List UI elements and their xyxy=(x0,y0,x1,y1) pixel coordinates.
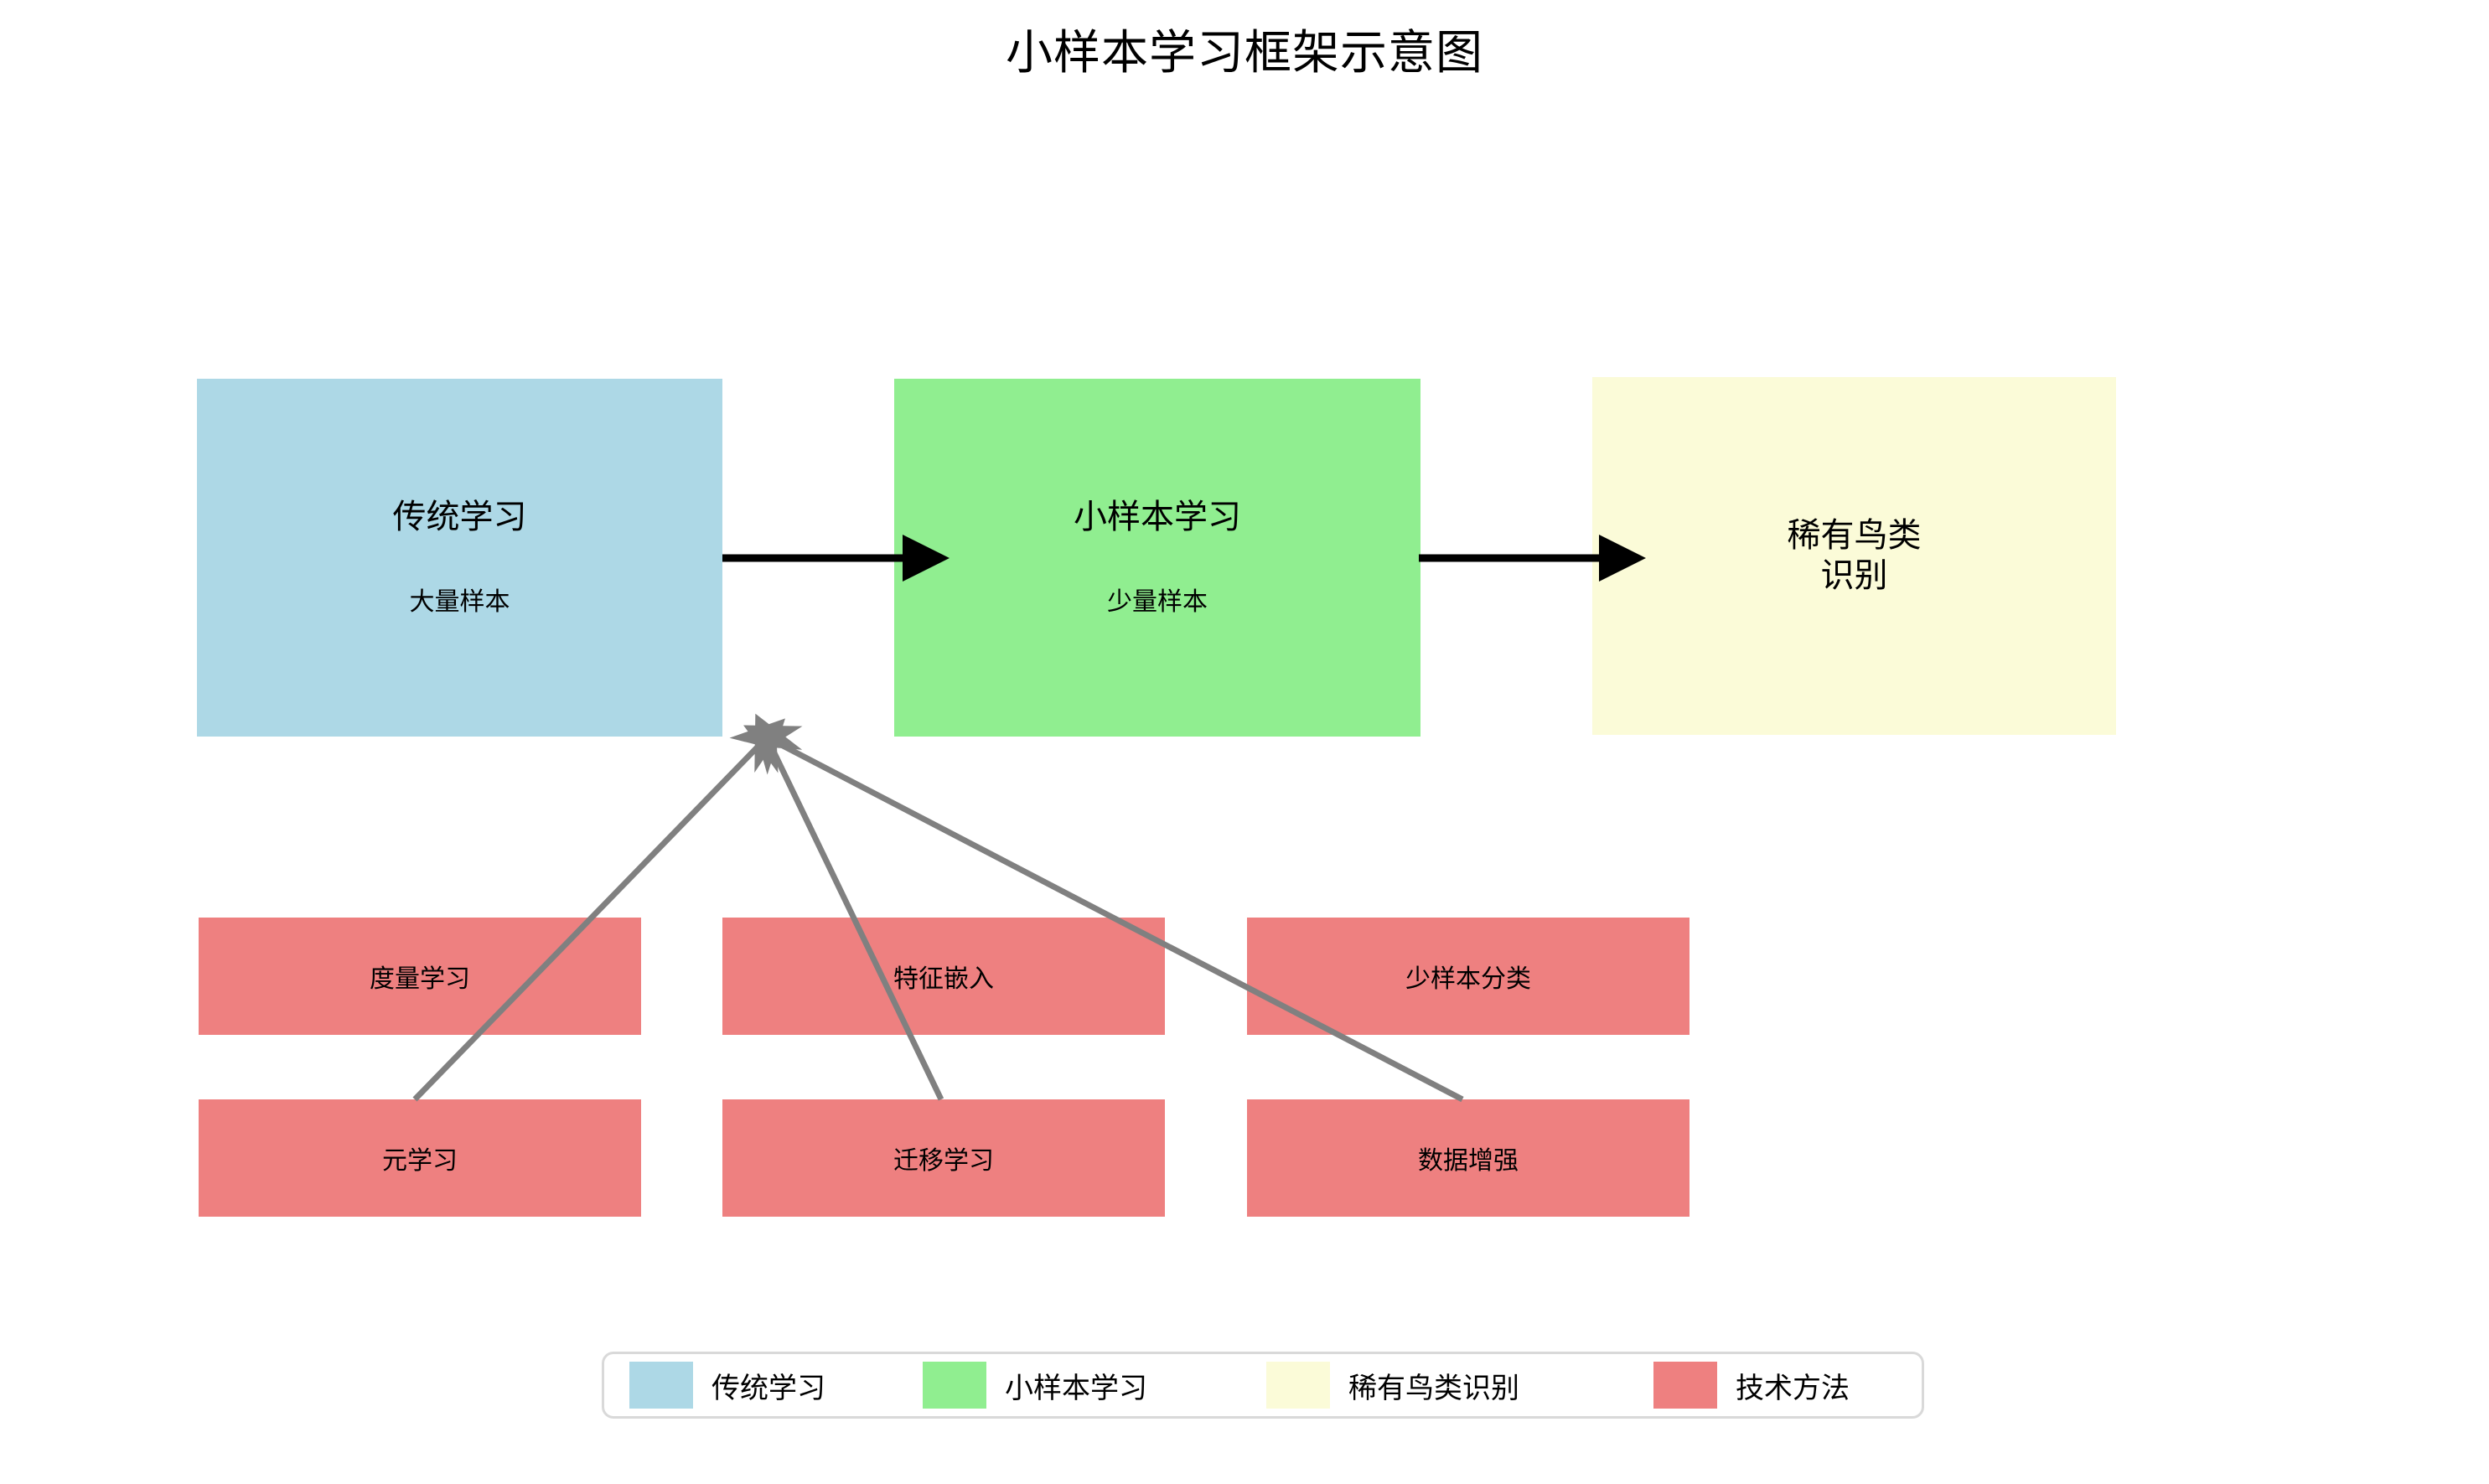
node-metric-learning[interactable]: 度量学习 xyxy=(199,918,641,1035)
legend-technique-swatch-icon xyxy=(1653,1362,1717,1409)
legend-fewshot-label: 小样本学习 xyxy=(1005,1371,1147,1405)
node-transfer-learning[interactable]: 迁移学习 xyxy=(722,1099,1165,1217)
legend-target-swatch-icon xyxy=(1266,1362,1330,1409)
node-few-shot-learning[interactable]: 小样本学习少量样本 xyxy=(894,379,1420,737)
node-meta-learning[interactable]: 元学习 xyxy=(199,1099,641,1217)
legend-technique[interactable]: 技术方法 xyxy=(1653,1354,1850,1416)
legend-fewshot[interactable]: 小样本学习 xyxy=(923,1354,1147,1416)
node-subtitle: 大量样本 xyxy=(409,587,510,618)
legend-target-label: 稀有鸟类识别 xyxy=(1348,1371,1519,1405)
legend-panel: 传统学习 小样本学习 稀有鸟类识别 技术方法 xyxy=(602,1352,1924,1419)
node-title: 迁移学习 xyxy=(893,1146,994,1176)
node-title: 度量学习 xyxy=(370,964,470,994)
page-title: 小样本学习框架示意图 xyxy=(1006,26,1483,80)
node-title: 数据增强 xyxy=(1418,1146,1519,1176)
legend-traditional-label: 传统学习 xyxy=(712,1371,825,1405)
node-subtitle: 少量样本 xyxy=(1107,587,1208,618)
node-few-shot-classify[interactable]: 少样本分类 xyxy=(1247,918,1690,1035)
node-feature-embedding[interactable]: 特征嵌入 xyxy=(722,918,1165,1035)
legend-traditional-swatch-icon xyxy=(629,1362,693,1409)
legend-technique-label: 技术方法 xyxy=(1736,1371,1850,1405)
legend-traditional[interactable]: 传统学习 xyxy=(629,1354,825,1416)
node-title: 小样本学习 xyxy=(1074,497,1241,536)
legend-target[interactable]: 稀有鸟类识别 xyxy=(1266,1354,1519,1416)
node-title: 稀有鸟类 识别 xyxy=(1787,516,1922,595)
node-title: 传统学习 xyxy=(392,497,527,536)
node-title: 特征嵌入 xyxy=(893,964,994,994)
node-rare-bird-recognition[interactable]: 稀有鸟类 识别 xyxy=(1592,377,2116,735)
node-title: 元学习 xyxy=(382,1146,458,1176)
node-data-augmentation[interactable]: 数据增强 xyxy=(1247,1099,1690,1217)
node-traditional-learning[interactable]: 传统学习大量样本 xyxy=(197,379,722,737)
legend-fewshot-swatch-icon xyxy=(923,1362,986,1409)
node-title: 少样本分类 xyxy=(1405,964,1531,994)
